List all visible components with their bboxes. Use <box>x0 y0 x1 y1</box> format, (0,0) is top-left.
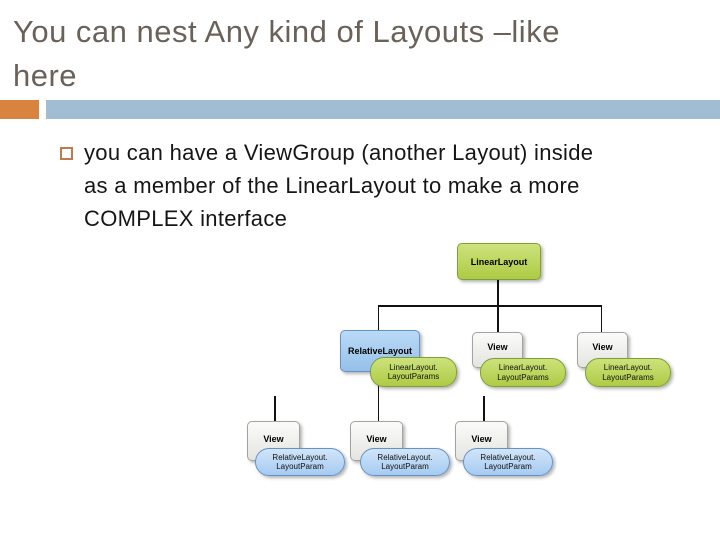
bullet-square-icon <box>60 147 73 160</box>
connector-root-vertical <box>497 277 499 306</box>
connector-drop-right <box>600 305 602 333</box>
node-relativelayout-label: RelativeLayout <box>347 346 413 356</box>
node-linearlayout-root-label: LinearLayout <box>470 256 528 267</box>
pill-text: LayoutParams <box>602 372 654 382</box>
pill-text: LayoutParams <box>497 372 549 382</box>
accent-bar-orange <box>0 100 39 119</box>
node-view-right-label: View <box>592 342 613 352</box>
node-view-bottom-3-label: View <box>471 434 492 444</box>
pill-text: LinearLayout. <box>603 363 653 372</box>
pill-text: LinearLayout. <box>389 362 438 372</box>
pill-text: LayoutParam <box>276 462 324 471</box>
connector-bottom-left <box>274 396 276 422</box>
bullet-text-line-1: you can have a ViewGroup (another Layout… <box>84 140 594 165</box>
pill-text: RelativeLayout. <box>480 452 536 462</box>
pill-linearlayout-layoutparams-1: LinearLayout. LayoutParams <box>370 357 457 387</box>
connector-horizontal <box>377 305 602 307</box>
node-linearlayout-root: LinearLayout <box>457 243 541 280</box>
connector-bottom-middle <box>377 370 379 422</box>
pill-relativelayout-layoutparam-2: RelativeLayout. LayoutParam <box>360 448 450 476</box>
pill-text: LayoutParams <box>387 372 440 381</box>
slide-title: You can nest Any kind of Layouts –like h… <box>13 10 713 98</box>
slide-title-line-2: here <box>13 58 78 93</box>
connector-drop-middle <box>497 305 499 333</box>
node-view-bottom-1-label: View <box>263 434 284 444</box>
connector-drop-left <box>377 305 379 331</box>
pill-text: RelativeLayout. <box>377 452 433 462</box>
pill-text: RelativeLayout. <box>272 452 328 462</box>
pill-relativelayout-layoutparam-3: RelativeLayout. LayoutParam <box>463 448 553 476</box>
bullet-text-line-2: as a member of the LinearLayout to make … <box>84 173 580 198</box>
node-view-bottom-2-label: View <box>366 434 387 444</box>
connector-bottom-right <box>483 396 485 422</box>
pill-text: LayoutParam <box>484 462 532 471</box>
pill-relativelayout-layoutparam-1: RelativeLayout. LayoutParam <box>255 448 345 476</box>
bullet-text-line-3: COMPLEX interface <box>84 206 288 231</box>
accent-bar-blue <box>46 100 720 119</box>
pill-text: LayoutParam <box>381 462 429 471</box>
node-view-middle-label: View <box>487 342 508 352</box>
pill-linearlayout-layoutparams-2: LinearLayout. LayoutParams <box>480 358 566 387</box>
pill-text: LinearLayout. <box>498 363 548 372</box>
slide-title-line-1: You can nest Any kind of Layouts –like <box>13 14 560 49</box>
pill-linearlayout-layoutparams-3: LinearLayout. LayoutParams <box>585 358 671 387</box>
bullet-text: you can have a ViewGroup (another Layout… <box>84 136 704 235</box>
